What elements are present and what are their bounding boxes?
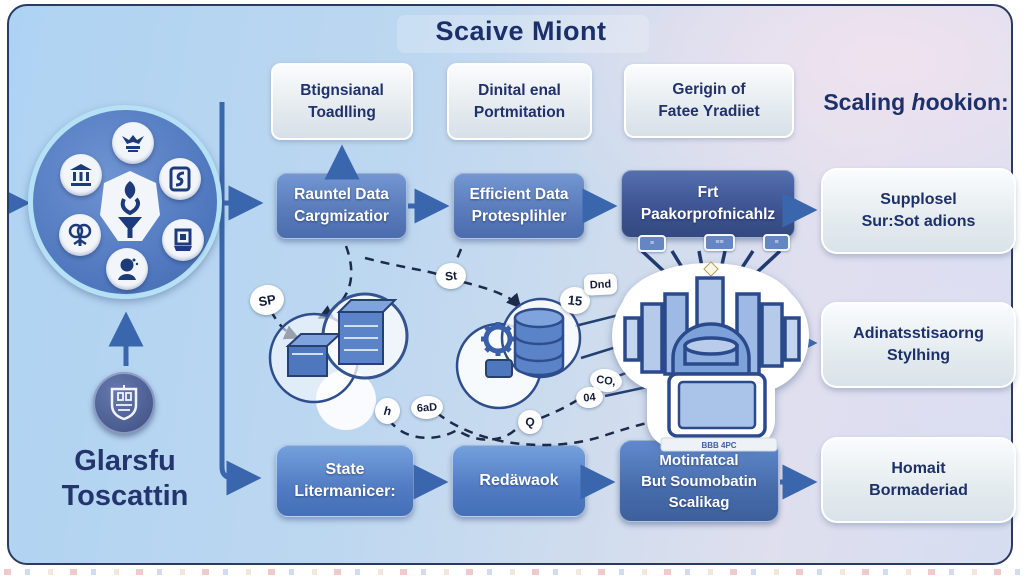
- hub-icon-brain: [59, 214, 101, 256]
- cube-cluster-icon: [268, 292, 409, 430]
- node-label: Gerigin of: [672, 81, 746, 99]
- document-icon: [169, 166, 191, 192]
- node-homait-bormaderiad: Homait Bormaderiad: [821, 437, 1016, 523]
- scaling-heading-pre: Scaling: [823, 89, 912, 115]
- chip-text: 15: [567, 292, 583, 309]
- node-label: Motinfatcal: [659, 451, 739, 469]
- node-label: Btignsianal: [300, 81, 384, 99]
- bust-icon: [118, 258, 139, 280]
- node-dinital-portmitation: Dinital enal Portmitation: [447, 63, 592, 140]
- chip-text: Q: [524, 414, 536, 430]
- eagle-icon: [122, 135, 144, 152]
- chip-badge: ≡: [638, 235, 666, 252]
- hub-icon-eagle: [112, 122, 154, 164]
- chip-text: 04: [582, 390, 597, 405]
- chip-badge: ≡≡: [704, 234, 735, 251]
- node-label: Scalikag: [668, 493, 730, 511]
- scaling-heading: Scaling hookion:: [807, 89, 1024, 116]
- scaling-heading-italic: h: [911, 89, 926, 115]
- node-motinfatcal-scaling: Motinfatcal But Soumobatin Scalikag: [619, 440, 779, 522]
- flow-arrows: [9, 102, 818, 500]
- bottom-artifact-strip: [4, 569, 1020, 575]
- node-label: Litermanicer:: [294, 483, 396, 500]
- frame-icon: [174, 228, 192, 251]
- brain-icon: [68, 223, 92, 246]
- node-label: Sur:Sot adions: [861, 213, 976, 230]
- gear-database-cluster-icon: [455, 297, 582, 410]
- node-redawaok: Redäwaok: [452, 445, 586, 517]
- hub-icon-frame: [162, 219, 204, 261]
- chip-text: Dnd: [589, 277, 612, 292]
- chip-text: St: [444, 268, 458, 284]
- node-label: Dinital enal: [478, 81, 561, 99]
- hub-icon-document: [159, 158, 201, 200]
- chip-text: SP: [257, 291, 277, 309]
- machine-label: BBB 4PC: [701, 441, 736, 450]
- chip-dnd: Dnd: [583, 273, 618, 296]
- node-label: Portmitation: [473, 103, 566, 121]
- title-band: [397, 15, 649, 53]
- node-label: Bormaderiad: [869, 482, 968, 499]
- chip-text: h: [383, 403, 392, 419]
- chip-badge: ≡: [763, 234, 790, 251]
- node-label: Stylhing: [886, 347, 951, 364]
- node-label: Adinatsstisaorng: [853, 324, 984, 342]
- diagram-caption: Glarsfu Toscattin: [25, 444, 225, 515]
- hub-circle: [28, 105, 222, 299]
- node-state-litermanicer: State Litermanicer:: [276, 445, 414, 517]
- crest-emblem-icon: [110, 385, 138, 421]
- node-label: Efficient Data: [469, 186, 569, 204]
- node-label: Supplosel: [880, 190, 957, 208]
- node-label: State: [325, 460, 365, 478]
- node-label: Rauntel Data: [294, 186, 389, 204]
- node-gerigin-fatee: Gerigin of Fatee Yradiiet: [624, 64, 794, 138]
- node-supplosel: Supplosel Sur:Sot adions: [821, 168, 1016, 254]
- gear-icon: [481, 322, 515, 356]
- node-label: Cargmizatior: [294, 208, 389, 225]
- chip-badge-glyph: ≡≡: [715, 239, 724, 246]
- node-label: Paakorprofnicahlz: [640, 206, 776, 223]
- chip-badge-glyph: ≡: [649, 240, 655, 247]
- node-label: Frt: [697, 184, 719, 202]
- node-label: Protesplihler: [471, 208, 567, 225]
- small-box-icon: [485, 359, 513, 378]
- hub-icon-institution: [60, 154, 102, 196]
- node-adinats-stylhing: Adinatsstisaorng Stylhing: [821, 302, 1016, 388]
- diagram-panel: BBB 4PC Scaive Miont Scaling hookion: Bt…: [7, 4, 1016, 565]
- hub-icon-bust: [106, 248, 148, 290]
- database-icon: [513, 307, 565, 377]
- node-label: Toadlling: [308, 103, 376, 121]
- node-label: Fatee Yradiiet: [658, 103, 760, 120]
- institution-icon: [70, 164, 92, 186]
- chip-text: 6aD: [416, 400, 438, 415]
- chip-text: CO,: [595, 373, 617, 388]
- node-label: Homait: [891, 459, 946, 477]
- node-rauntel-data: Rauntel Data Cargmizatior: [276, 173, 407, 239]
- emblem-badge: [93, 372, 155, 434]
- node-label: But Soumobatin: [641, 472, 757, 490]
- page-title: Scaive Miont: [435, 16, 607, 46]
- caption-line: Toscattin: [61, 480, 189, 513]
- node-frt-paakor: Frt Paakorprofnicahlz: [621, 170, 795, 238]
- node-btignsianal-toadlling: Btignsianal Toadlling: [271, 63, 413, 140]
- chip-badge-glyph: ≡: [774, 239, 779, 246]
- scaling-heading-post: ookion:: [925, 89, 1009, 115]
- node-label: Redäwaok: [479, 471, 559, 489]
- caption-line: Glarsfu: [74, 445, 176, 477]
- machine-icon: BBB 4PC: [612, 261, 809, 452]
- connector-layer: BBB 4PC: [9, 102, 818, 500]
- shield-funnel-icon: [100, 171, 160, 241]
